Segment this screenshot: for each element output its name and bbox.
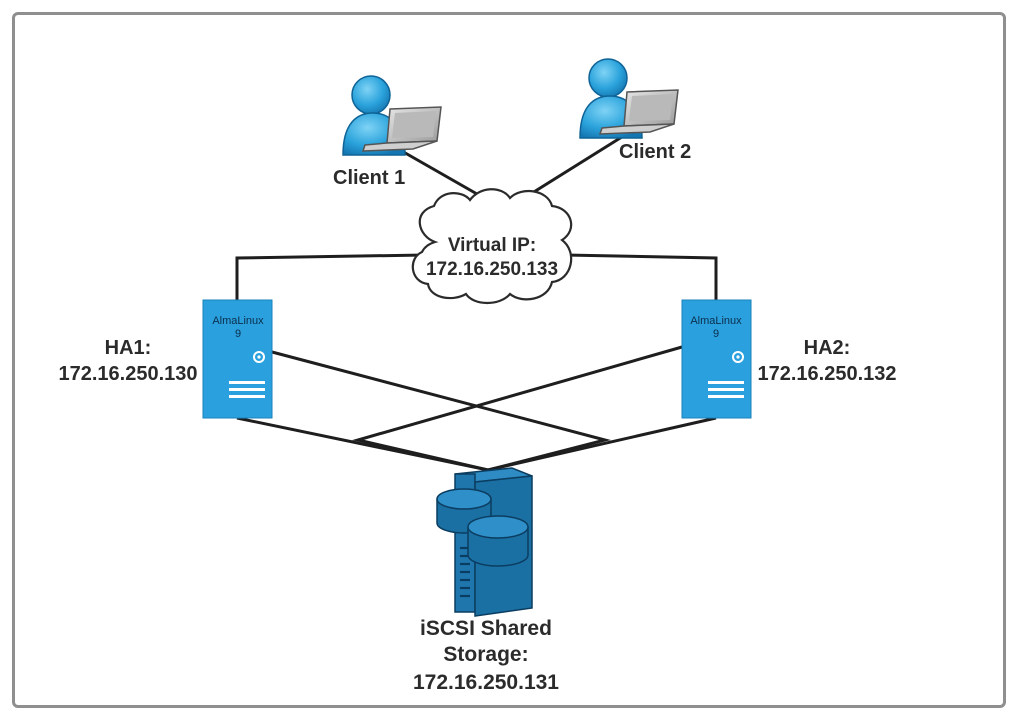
storage-label-line1: iSCSI Shared bbox=[420, 617, 552, 640]
storage-address: 172.16.250.131 bbox=[413, 671, 559, 694]
cloud-shape bbox=[411, 188, 573, 305]
ha1-server bbox=[202, 299, 273, 419]
ha2-address: 172.16.250.132 bbox=[757, 363, 897, 385]
client-1-icon bbox=[342, 75, 442, 156]
ha1-os-version: 9 bbox=[234, 328, 242, 340]
link-vip-ha1 bbox=[235, 253, 426, 300]
ha1-os-name: AlmaLinux bbox=[212, 315, 264, 327]
link-ha2-cross bbox=[352, 345, 683, 472]
storage-icon bbox=[436, 467, 533, 617]
ha2-os-name: AlmaLinux bbox=[690, 315, 742, 327]
link-vip-ha2 bbox=[564, 253, 718, 300]
virtual-ip-title: Virtual IP: bbox=[447, 235, 537, 256]
ha2-name: HA2: bbox=[803, 337, 851, 359]
ha1-name: HA1: bbox=[104, 337, 152, 359]
client-2-icon bbox=[579, 58, 679, 139]
client-2-label: Client 2 bbox=[619, 141, 692, 163]
ha1-address: 172.16.250.130 bbox=[58, 363, 198, 385]
storage-label-line2: Storage: bbox=[443, 643, 529, 666]
client-1-label: Client 1 bbox=[333, 167, 406, 189]
virtual-ip-address: 172.16.250.133 bbox=[425, 259, 559, 280]
link-ha1-cross bbox=[271, 350, 611, 472]
ha2-server bbox=[681, 299, 752, 419]
ha2-os-version: 9 bbox=[712, 328, 720, 340]
